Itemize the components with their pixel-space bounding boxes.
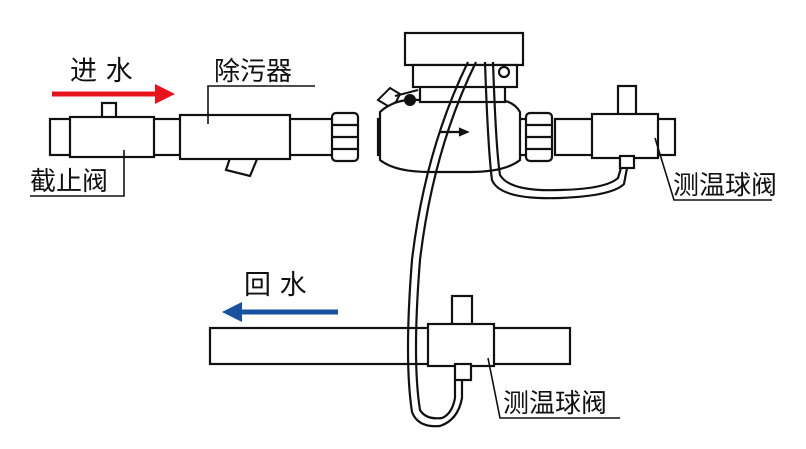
union-coupling-1 — [330, 111, 360, 163]
inlet-label: 进 水 — [70, 56, 133, 87]
leader-lines — [30, 85, 772, 419]
return-label: 回 水 — [244, 270, 307, 301]
inlet-arrow — [52, 84, 175, 104]
sensor-cable-supply — [483, 61, 629, 200]
union-coupling-2 — [524, 111, 554, 163]
strainer-label: 除污器 — [214, 57, 292, 87]
seal-tag — [376, 86, 419, 108]
return-pipe — [208, 326, 572, 366]
stop-valve-label: 截止阀 — [30, 167, 108, 197]
sensor-cable-return — [406, 61, 477, 428]
temp-ball-valve-1 — [590, 84, 660, 170]
temp-valve-label-1: 测温球阀 — [673, 171, 777, 201]
temp-ball-valve-2 — [426, 294, 496, 382]
calculator-head — [403, 31, 525, 89]
return-arrow — [222, 302, 338, 322]
stop-valve — [68, 101, 156, 159]
strainer — [178, 113, 292, 178]
temp-valve-label-2: 测温球阀 — [503, 389, 607, 419]
